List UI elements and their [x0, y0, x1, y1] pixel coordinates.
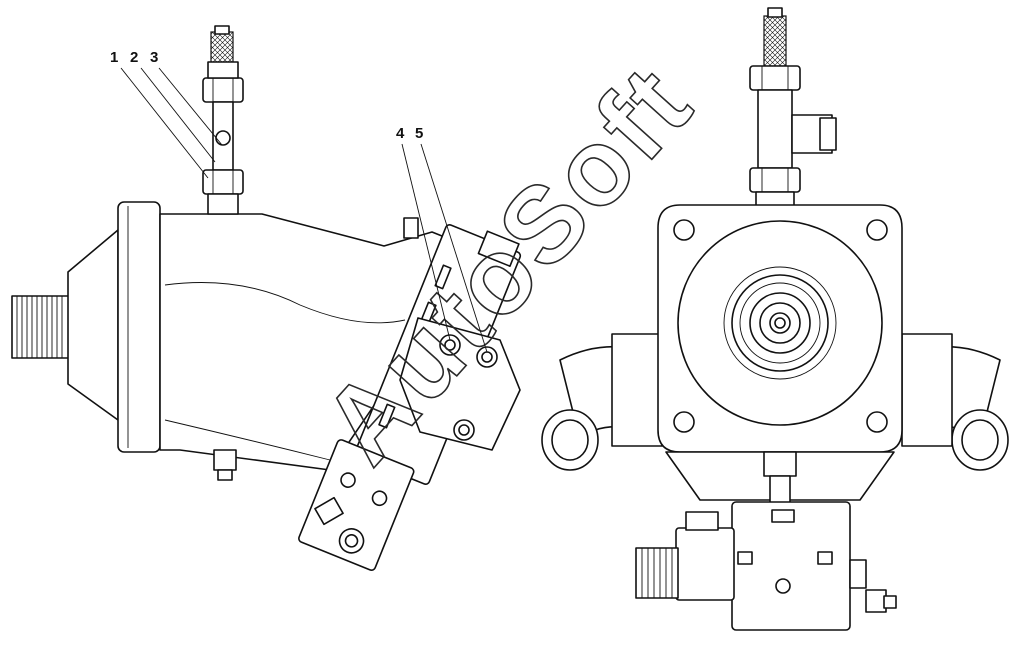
mounting-flange	[117, 201, 161, 453]
gauge-connection	[202, 25, 244, 215]
callout-2: 2	[130, 49, 138, 66]
front-gauge-connection	[749, 7, 837, 209]
right-port-block	[901, 333, 953, 447]
splined-shaft	[11, 295, 71, 359]
callout-3: 3	[150, 49, 158, 66]
callout-4: 4	[396, 125, 405, 142]
shaft-end	[769, 312, 791, 334]
callout-1: 1	[110, 49, 118, 66]
side-port	[314, 496, 344, 526]
front-view	[541, 7, 1009, 631]
callout-leaders	[120, 67, 488, 353]
front-control-valve	[635, 501, 897, 631]
callout-5: 5	[415, 125, 423, 142]
drain-fitting	[213, 449, 237, 481]
adapter-plate	[399, 317, 521, 451]
left-port-block	[611, 333, 663, 447]
shaft-nose	[67, 229, 119, 421]
side-view	[11, 25, 522, 571]
